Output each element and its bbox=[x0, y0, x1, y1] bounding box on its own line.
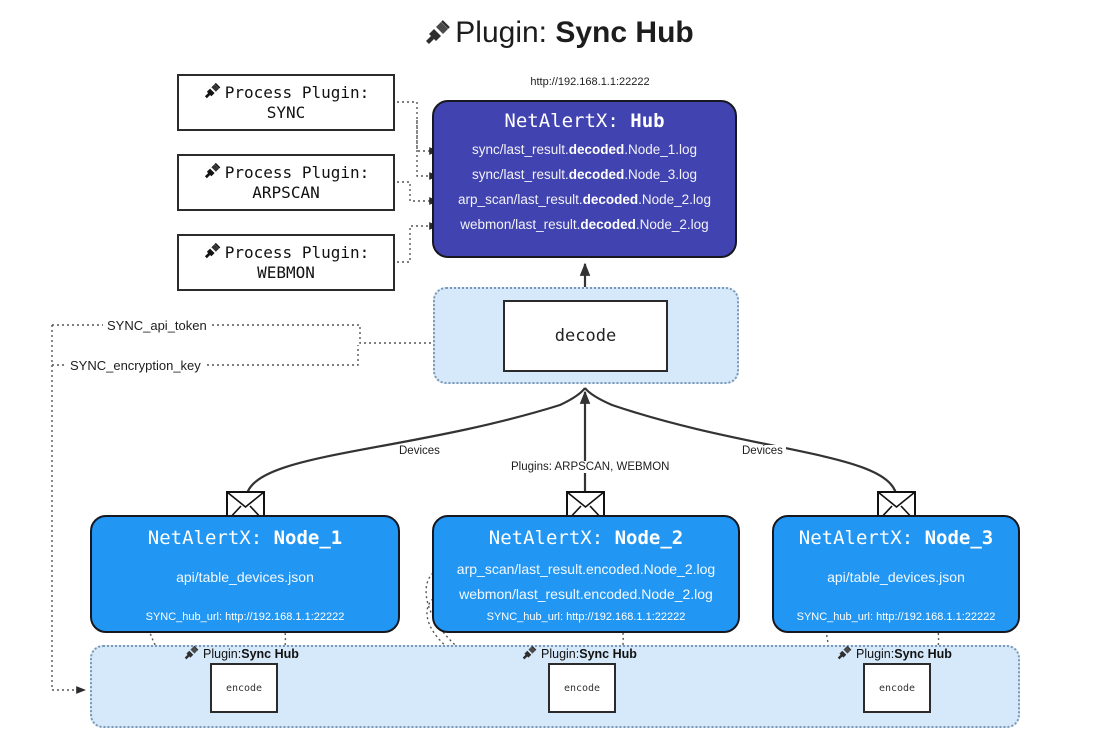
node-lines: api/table_devices.json bbox=[92, 565, 398, 590]
plug-icon bbox=[203, 82, 221, 104]
plug-icon bbox=[423, 19, 451, 53]
node-hub-url: SYNC_hub_url: http://192.168.1.1:22222 bbox=[145, 611, 345, 623]
process-plugin-name: WEBMON bbox=[257, 263, 315, 282]
hub-log-line: arp_scan/last_result.decoded.Node_2.log bbox=[458, 191, 711, 207]
page-title: Plugin: Sync Hub bbox=[0, 16, 1117, 53]
page-title-name: Sync Hub bbox=[555, 16, 694, 49]
plugin-tag-prefix: Plugin: bbox=[541, 647, 580, 661]
plugin-tag-name: Sync Hub bbox=[894, 647, 952, 661]
process-plugin-webmon[interactable]: Process Plugin: WEBMON bbox=[177, 234, 395, 291]
decode-box[interactable]: decode bbox=[503, 300, 668, 372]
plugin-tag-name: Sync Hub bbox=[579, 647, 637, 661]
hub-log-line: sync/last_result.decoded.Node_3.log bbox=[471, 166, 698, 182]
hub-title: NetAlertX: Hub bbox=[434, 110, 735, 132]
plugin-tag-prefix: Plugin: bbox=[203, 647, 242, 661]
plugin-tag-sync-hub: Plugin: Sync Hub bbox=[183, 645, 299, 663]
node-line: webmon/last_result.encoded.Node_2.log bbox=[459, 585, 713, 602]
process-plugin-sync[interactable]: Process Plugin: SYNC bbox=[177, 74, 395, 131]
node-box-node-2[interactable]: NetAlertX: Node_2 arp_scan/last_result.e… bbox=[432, 515, 740, 633]
hub-title-name: Hub bbox=[630, 110, 665, 132]
edge-label-devices-left: Devices bbox=[396, 445, 443, 457]
edge-label-devices-right: Devices bbox=[739, 445, 786, 457]
plug-icon bbox=[203, 162, 221, 184]
encode-box[interactable]: encode bbox=[863, 663, 931, 713]
plugin-tag-sync-hub: Plugin: Sync Hub bbox=[521, 645, 637, 663]
plug-icon bbox=[521, 645, 537, 663]
hub-log-line: webmon/last_result.decoded.Node_2.log bbox=[460, 216, 709, 232]
hub-log-line: sync/last_result.decoded.Node_1.log bbox=[471, 142, 698, 157]
hub-url-label: http://192.168.1.1:22222 bbox=[530, 76, 650, 88]
hub-title-prefix: NetAlertX: bbox=[504, 110, 631, 132]
edge-label-plugins: Plugins: ARPSCAN, WEBMON bbox=[508, 461, 673, 473]
node-title: NetAlertX: Node_2 bbox=[488, 527, 684, 549]
secret-label-api-token: SYNC_api_token bbox=[103, 318, 211, 333]
encode-box[interactable]: encode bbox=[548, 663, 616, 713]
node-title: NetAlertX: Node_3 bbox=[798, 527, 994, 549]
process-plugin-label: Process Plugin: bbox=[224, 162, 370, 182]
plugin-tag-sync-hub: Plugin: Sync Hub bbox=[836, 645, 952, 663]
node-hub-url: SYNC_hub_url: http://192.168.1.1:22222 bbox=[796, 611, 996, 623]
plug-icon bbox=[836, 645, 852, 663]
page-title-prefix: Plugin: bbox=[455, 16, 556, 49]
node-lines: api/table_devices.json bbox=[774, 565, 1018, 590]
plugin-tag-name: Sync Hub bbox=[241, 647, 299, 661]
process-plugin-label: Process Plugin: bbox=[224, 82, 370, 102]
process-plugin-name: SYNC bbox=[266, 103, 306, 122]
node-line: arp_scan/last_result.encoded.Node_2.log bbox=[456, 561, 716, 577]
node-box-node-3[interactable]: NetAlertX: Node_3 api/table_devices.json… bbox=[772, 515, 1020, 633]
process-plugin-arpscan[interactable]: Process Plugin: ARPSCAN bbox=[177, 154, 395, 211]
plug-icon bbox=[183, 645, 199, 663]
node-box-node-1[interactable]: NetAlertX: Node_1 api/table_devices.json… bbox=[90, 515, 400, 633]
process-plugin-name: ARPSCAN bbox=[252, 183, 320, 202]
node-hub-url: SYNC_hub_url: http://192.168.1.1:22222 bbox=[486, 611, 686, 623]
plugin-tag-prefix: Plugin: bbox=[856, 647, 895, 661]
plug-icon bbox=[203, 242, 221, 264]
node-line: api/table_devices.json bbox=[827, 569, 965, 585]
node-lines: arp_scan/last_result.encoded.Node_2.log … bbox=[434, 557, 738, 606]
hub-node[interactable]: NetAlertX: Hub sync/last_result.decoded.… bbox=[432, 100, 737, 258]
node-title: NetAlertX: Node_1 bbox=[147, 527, 343, 549]
process-plugin-label: Process Plugin: bbox=[224, 242, 370, 262]
secret-label-encryption-key: SYNC_encryption_key bbox=[66, 358, 205, 373]
node-line: api/table_devices.json bbox=[176, 569, 314, 585]
encode-box[interactable]: encode bbox=[210, 663, 278, 713]
